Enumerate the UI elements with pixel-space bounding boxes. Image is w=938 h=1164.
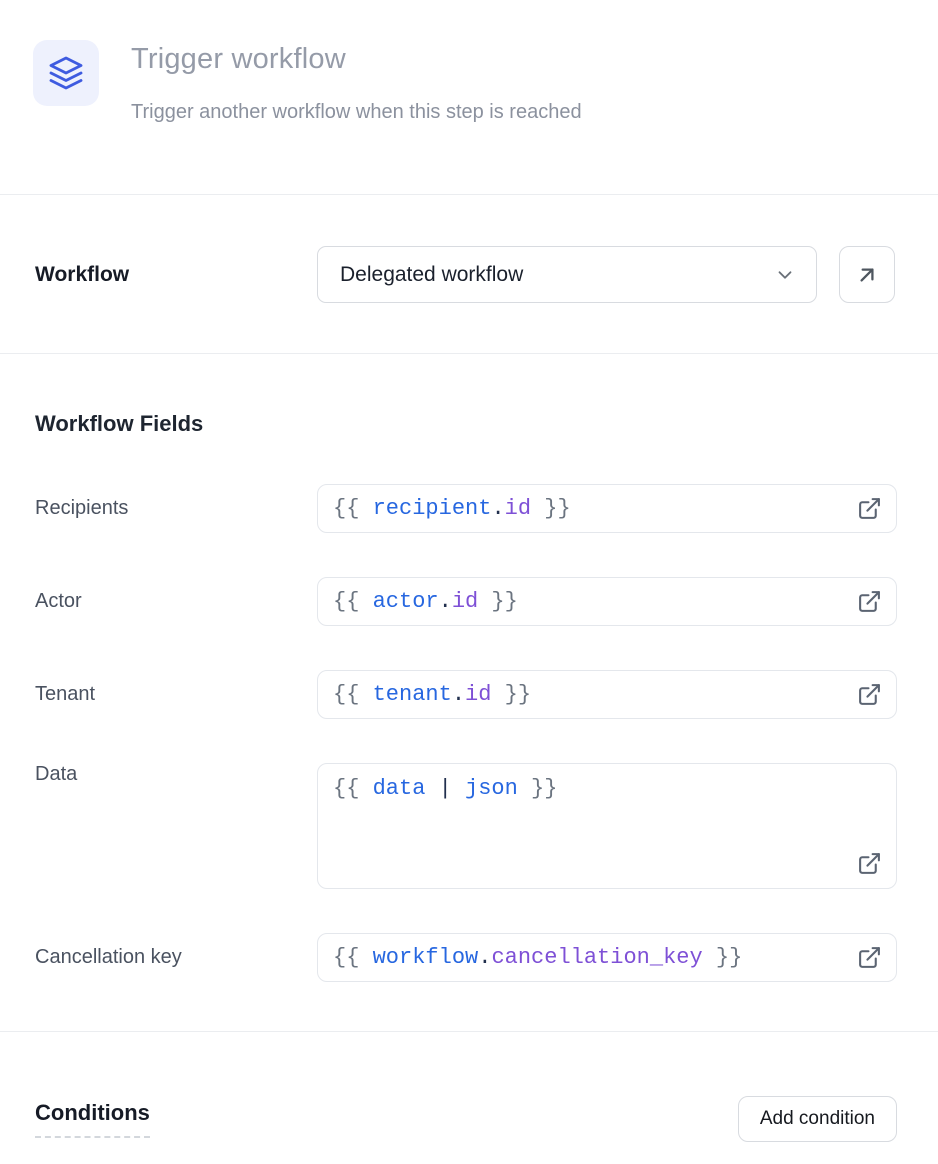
- field-row-cancellation-key: Cancellation key {{ workflow.cancellatio…: [35, 933, 897, 982]
- arrow-up-right-icon: [854, 262, 880, 288]
- actor-code-value: {{ actor.id }}: [333, 588, 518, 614]
- workflow-selector-section: Workflow Delegated workflow: [0, 195, 938, 353]
- field-row-data: Data {{ data | json }}: [35, 763, 897, 889]
- actor-label: Actor: [35, 590, 82, 612]
- cancellation-key-code-value: {{ workflow.cancellation_key }}: [333, 944, 743, 970]
- cancellation-key-expand-editor-button[interactable]: [857, 945, 882, 970]
- cancellation-key-input[interactable]: {{ workflow.cancellation_key }}: [317, 933, 897, 982]
- external-link-icon: [857, 682, 882, 707]
- field-row-actor: Actor {{ actor.id }}: [35, 577, 897, 626]
- step-header-text: Trigger workflow Trigger another workflo…: [131, 40, 582, 124]
- divider: [0, 194, 938, 195]
- add-condition-button[interactable]: Add condition: [737, 1096, 897, 1142]
- tenant-expand-editor-button[interactable]: [857, 682, 882, 707]
- recipients-input[interactable]: {{ recipient.id }}: [317, 484, 897, 533]
- divider: [0, 1031, 938, 1032]
- field-row-tenant: Tenant {{ tenant.id }}: [35, 670, 897, 719]
- external-link-icon: [857, 496, 882, 521]
- tenant-input[interactable]: {{ tenant.id }}: [317, 670, 897, 719]
- data-label: Data: [35, 763, 78, 785]
- recipients-code-value: {{ recipient.id }}: [333, 495, 571, 521]
- chevron-down-icon: [774, 264, 796, 286]
- tenant-code-value: {{ tenant.id }}: [333, 681, 532, 707]
- recipients-label: Recipients: [35, 497, 129, 519]
- field-row-recipients: Recipients {{ recipient.id }}: [35, 484, 897, 533]
- cancellation-key-label: Cancellation key: [35, 946, 182, 968]
- data-expand-editor-button[interactable]: [857, 851, 882, 876]
- field-label-col: Tenant: [35, 683, 317, 706]
- conditions-heading: Conditions: [35, 1100, 150, 1138]
- page-subtitle: Trigger another workflow when this step …: [131, 101, 582, 123]
- layers-icon-tile: [33, 40, 99, 106]
- layers-icon: [48, 55, 84, 91]
- workflow-select-value: Delegated workflow: [340, 262, 524, 286]
- step-header: Trigger workflow Trigger another workflo…: [0, 0, 938, 194]
- external-link-icon: [857, 851, 882, 876]
- workflow-select[interactable]: Delegated workflow: [317, 246, 817, 303]
- recipients-expand-editor-button[interactable]: [857, 496, 882, 521]
- external-link-icon: [857, 589, 882, 614]
- field-label-col: Recipients: [35, 497, 317, 520]
- workflow-fields-heading: Workflow Fields: [35, 411, 204, 436]
- tenant-label: Tenant: [35, 683, 96, 705]
- workflow-label: Workflow: [35, 262, 130, 286]
- workflow-fields-section: Workflow Fields Recipients {{ recipient.…: [0, 354, 938, 1031]
- page-title: Trigger workflow: [131, 43, 346, 75]
- data-code-value: {{ data | json }}: [333, 776, 558, 801]
- external-link-icon: [857, 945, 882, 970]
- workflow-selector-row: Workflow Delegated workflow: [35, 246, 897, 303]
- field-label-col: Actor: [35, 590, 317, 613]
- actor-input[interactable]: {{ actor.id }}: [317, 577, 897, 626]
- conditions-section: Conditions Add condition: [0, 1032, 938, 1142]
- actor-expand-editor-button[interactable]: [857, 589, 882, 614]
- workflow-label-col: Workflow: [35, 263, 317, 287]
- field-label-col: Cancellation key: [35, 946, 317, 969]
- data-input[interactable]: {{ data | json }}: [317, 763, 897, 889]
- field-label-col: Data: [35, 763, 317, 786]
- divider: [0, 353, 938, 354]
- open-workflow-button[interactable]: [839, 246, 895, 303]
